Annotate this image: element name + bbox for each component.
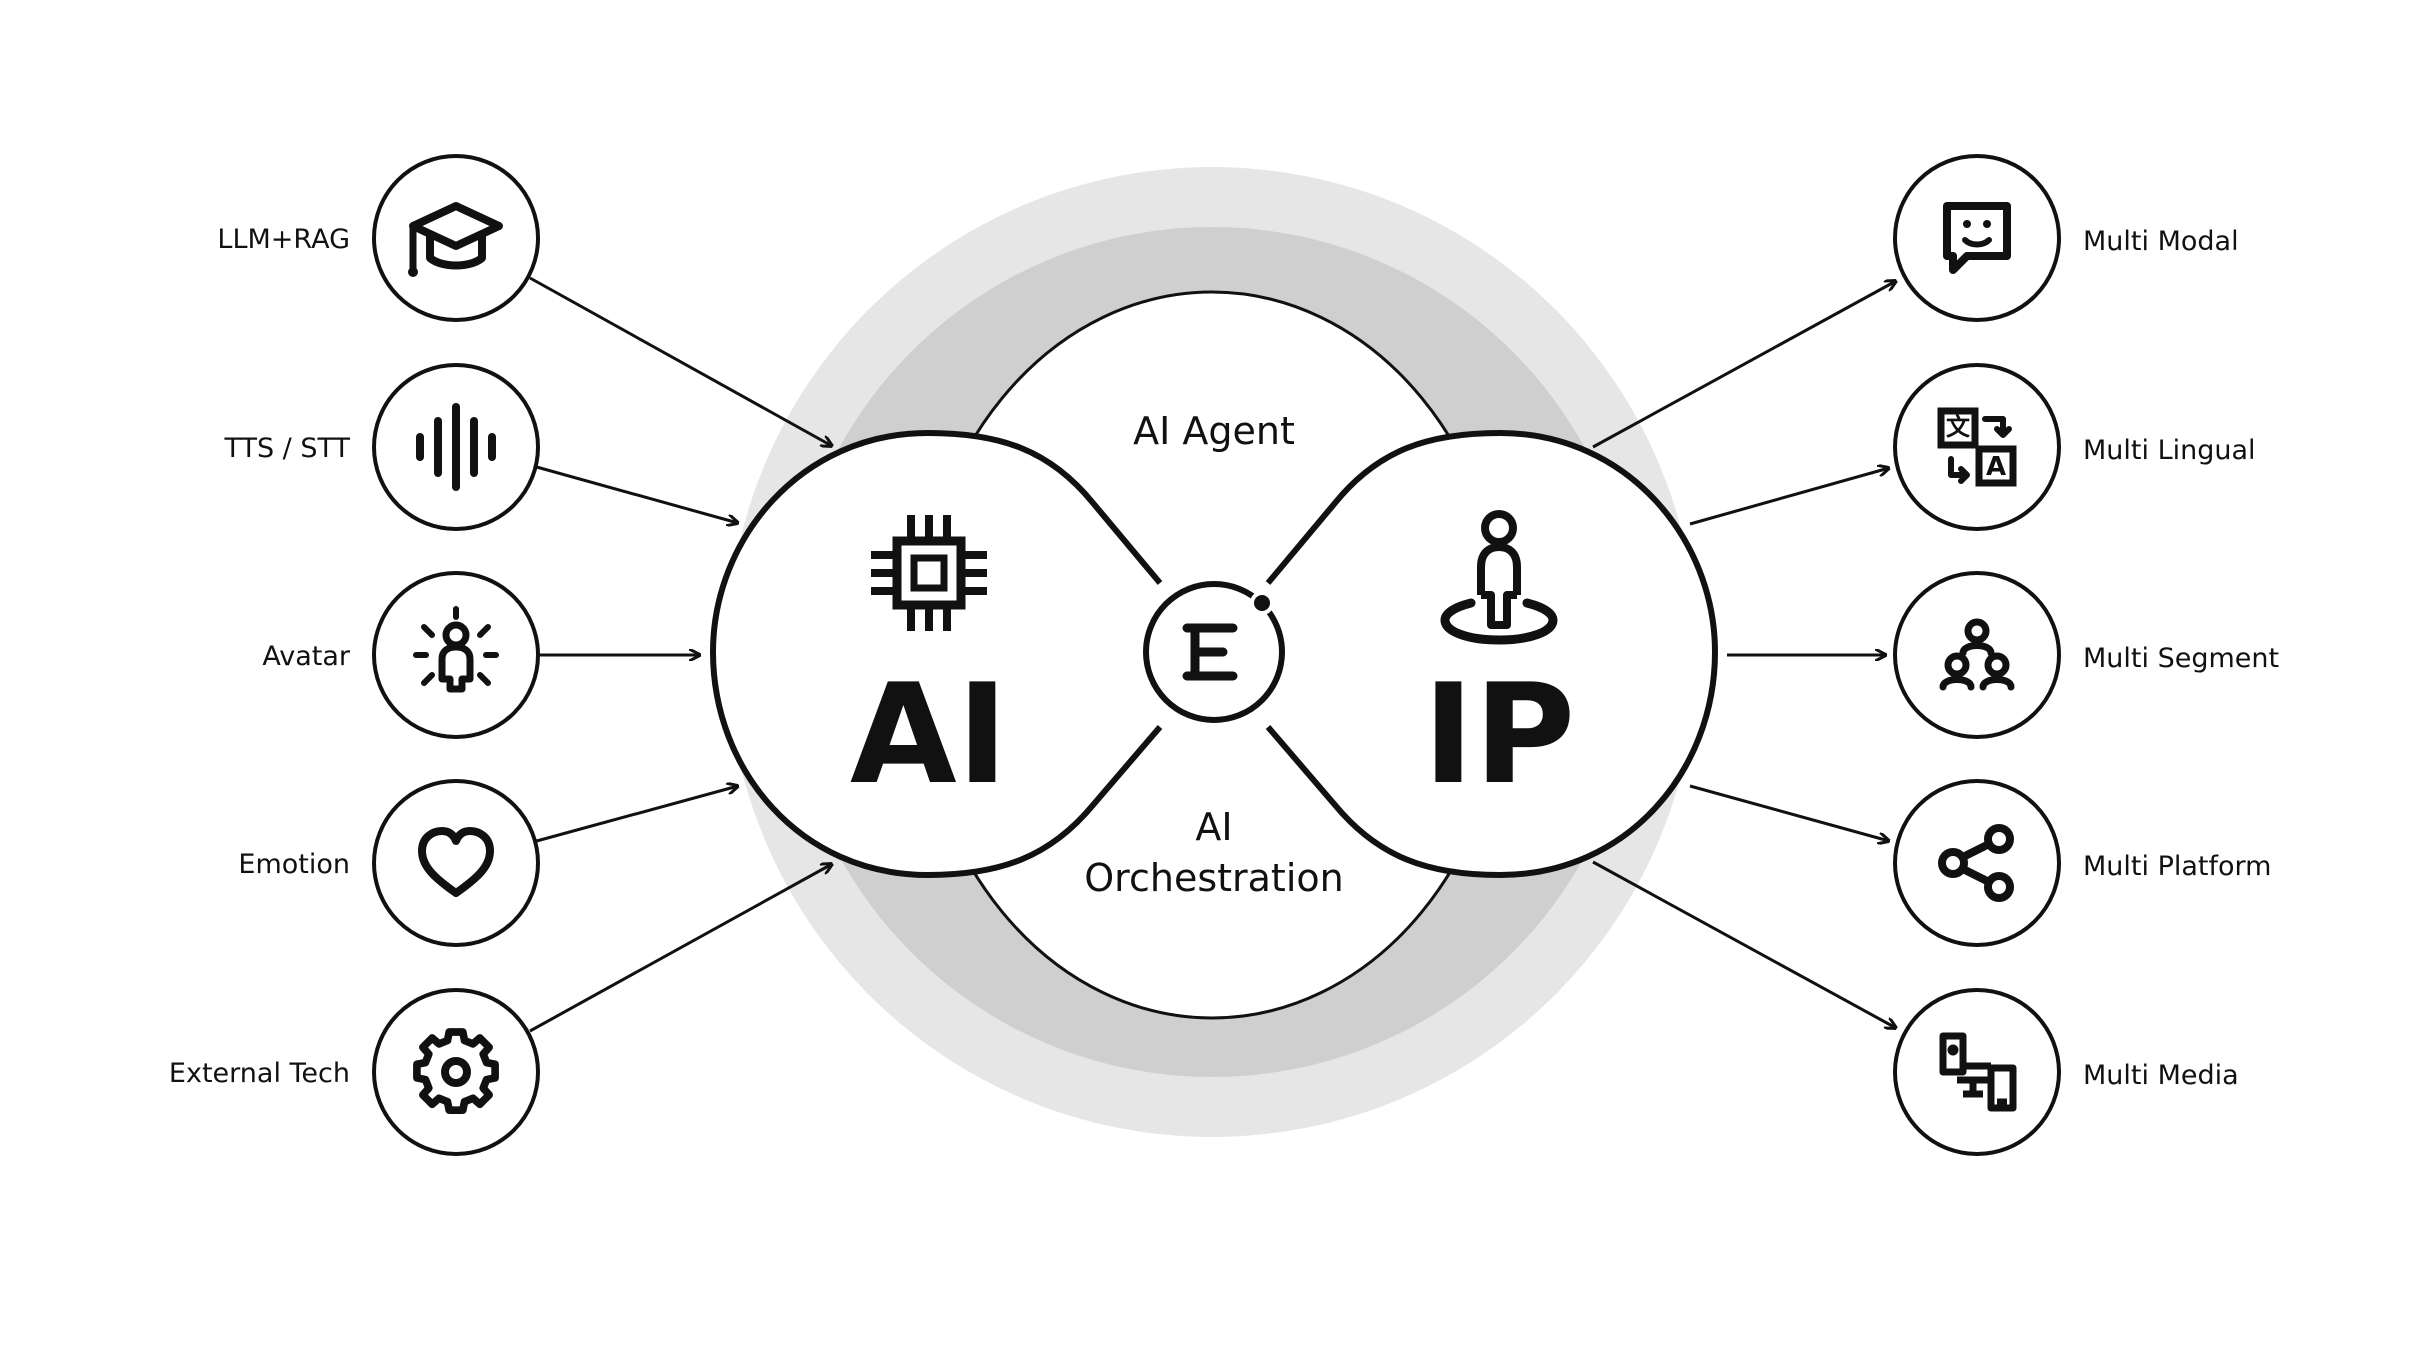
arrow-multi-media (1592, 860, 1896, 1028)
chat-smile-icon (1943, 202, 2011, 274)
ai-orchestration-label-line2: Orchestration (1084, 856, 1343, 900)
left-nodes (372, 154, 540, 1156)
node-multi-lingual: 文 A (1893, 363, 2061, 531)
node-multi-modal (1893, 154, 2061, 322)
node-tts-stt (372, 363, 540, 531)
sound-wave-icon (416, 403, 496, 491)
e-logo-icon (1182, 623, 1238, 681)
label-multi-modal: Multi Modal (2083, 226, 2239, 257)
right-arrows (1592, 281, 1896, 1028)
label-external-tech: External Tech (169, 1058, 350, 1089)
ip-lobe-label: IP (1423, 654, 1576, 815)
graduation-cap-icon (408, 202, 503, 277)
node-llm-rag (372, 154, 540, 322)
hub-dot (1250, 591, 1274, 615)
label-avatar: Avatar (262, 641, 351, 672)
ai-agent-label: AI Agent (1133, 409, 1295, 453)
chip-icon (871, 515, 987, 631)
share-icon (1938, 824, 2014, 902)
person-pin-icon (1440, 510, 1558, 645)
arrow-external-tech (529, 864, 832, 1033)
translate-icon: 文 A (1937, 407, 2017, 487)
hub (1143, 581, 1285, 723)
label-multi-media: Multi Media (2083, 1060, 2239, 1091)
node-external-tech (372, 988, 540, 1156)
arrow-tts-stt (532, 464, 738, 523)
svg-text:文: 文 (1946, 413, 1971, 441)
svg-text:A: A (1986, 452, 2006, 482)
people-group-icon (1939, 618, 2015, 691)
label-emotion: Emotion (238, 849, 350, 880)
node-multi-segment (1893, 571, 2061, 739)
node-avatar (372, 571, 540, 739)
arrow-emotion (532, 786, 738, 844)
node-multi-platform (1893, 779, 2061, 947)
label-tts-stt: TTS / STT (223, 433, 350, 464)
ai-orchestration-label-line1: AI (1195, 805, 1232, 849)
left-lobe (709, 429, 1163, 879)
node-emotion (372, 779, 540, 947)
arrow-multi-lingual (1689, 468, 1889, 526)
label-multi-platform: Multi Platform (2083, 851, 2271, 882)
arrow-multi-platform (1689, 784, 1889, 841)
ai-lobe-label: AI (850, 654, 1008, 815)
label-multi-segment: Multi Segment (2083, 643, 2279, 674)
left-labels: LLM+RAG TTS / STT Avatar Emotion Externa… (169, 224, 351, 1089)
label-multi-lingual: Multi Lingual (2083, 435, 2256, 466)
right-nodes: 文 A (1893, 154, 2061, 1156)
node-multi-media (1893, 988, 2061, 1156)
arrow-llm-rag (529, 276, 832, 446)
right-labels: Multi Modal Multi Lingual Multi Segment … (2083, 226, 2279, 1091)
label-llm-rag: LLM+RAG (217, 224, 350, 255)
arrow-multi-modal (1592, 281, 1896, 449)
heart-icon (418, 827, 494, 897)
gear-icon (413, 1028, 499, 1115)
devices-icon (1939, 1032, 2017, 1112)
right-lobe (1265, 429, 1719, 879)
left-arrows (529, 276, 832, 1033)
avatar-sparkle-icon (413, 606, 499, 693)
